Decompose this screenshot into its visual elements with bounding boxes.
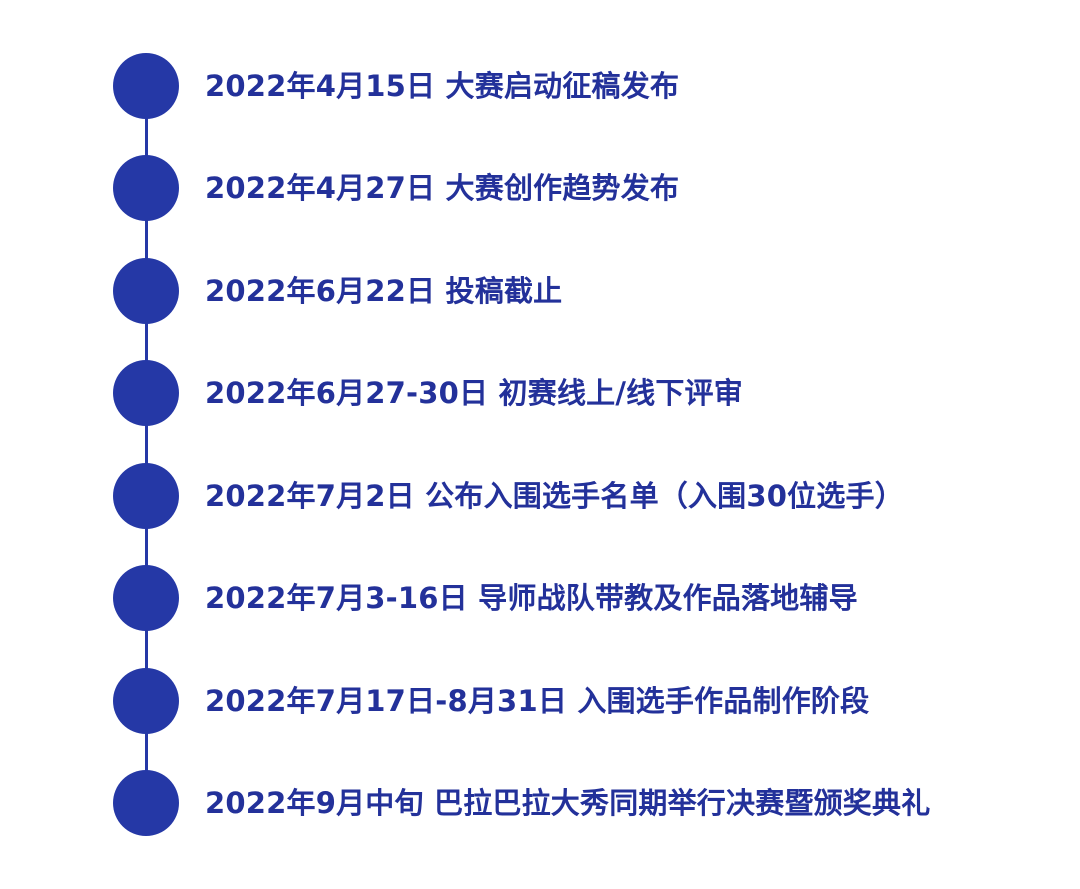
timeline-event: 导师战队带教及作品落地辅导 bbox=[478, 581, 858, 615]
timeline-text: 2022年6月22日 投稿截止 bbox=[205, 256, 562, 326]
timeline-text: 2022年9月中旬 巴拉巴拉大秀同期举行决赛暨颁奖典礼 bbox=[205, 768, 930, 838]
timeline-event: 初赛线上/线下评审 bbox=[498, 376, 743, 410]
timeline-date: 2022年9月中旬 bbox=[205, 786, 424, 820]
timeline-item: 2022年9月中旬 巴拉巴拉大秀同期举行决赛暨颁奖典礼 bbox=[0, 768, 1080, 838]
timeline-connector-line bbox=[145, 86, 148, 805]
timeline-dot bbox=[113, 360, 179, 426]
timeline-date: 2022年7月17日-8月31日 bbox=[205, 684, 568, 718]
timeline-text: 2022年4月15日 大赛启动征稿发布 bbox=[205, 51, 679, 121]
timeline-item: 2022年7月2日 公布入围选手名单（入围30位选手） bbox=[0, 461, 1080, 531]
timeline-text: 2022年7月3-16日 导师战队带教及作品落地辅导 bbox=[205, 563, 858, 633]
timeline-event: 投稿截止 bbox=[445, 274, 563, 308]
timeline-item: 2022年7月3-16日 导师战队带教及作品落地辅导 bbox=[0, 563, 1080, 633]
timeline-text: 2022年7月17日-8月31日 入围选手作品制作阶段 bbox=[205, 666, 869, 736]
timeline-dot bbox=[113, 668, 179, 734]
timeline-date: 2022年6月22日 bbox=[205, 274, 436, 308]
timeline-item: 2022年4月27日 大赛创作趋势发布 bbox=[0, 153, 1080, 223]
timeline-dot bbox=[113, 53, 179, 119]
timeline-text: 2022年6月27-30日 初赛线上/线下评审 bbox=[205, 358, 743, 428]
timeline-item: 2022年4月15日 大赛启动征稿发布 bbox=[0, 51, 1080, 121]
timeline-date: 2022年7月2日 bbox=[205, 479, 415, 513]
timeline-dot bbox=[113, 155, 179, 221]
timeline-date: 2022年4月27日 bbox=[205, 171, 436, 205]
timeline-date: 2022年6月27-30日 bbox=[205, 376, 489, 410]
timeline-text: 2022年7月2日 公布入围选手名单（入围30位选手） bbox=[205, 461, 904, 531]
timeline-dot bbox=[113, 463, 179, 529]
timeline-event: 巴拉巴拉大秀同期举行决赛暨颁奖典礼 bbox=[434, 786, 931, 820]
timeline-text: 2022年4月27日 大赛创作趋势发布 bbox=[205, 153, 679, 223]
timeline-item: 2022年7月17日-8月31日 入围选手作品制作阶段 bbox=[0, 666, 1080, 736]
timeline-event: 公布入围选手名单（入围30位选手） bbox=[425, 479, 904, 513]
timeline-event: 大赛启动征稿发布 bbox=[445, 69, 680, 103]
timeline-item: 2022年6月27-30日 初赛线上/线下评审 bbox=[0, 358, 1080, 428]
timeline-date: 2022年4月15日 bbox=[205, 69, 436, 103]
timeline-date: 2022年7月3-16日 bbox=[205, 581, 468, 615]
timeline-event: 大赛创作趋势发布 bbox=[445, 171, 680, 205]
timeline-dot bbox=[113, 565, 179, 631]
timeline-dot bbox=[113, 770, 179, 836]
timeline-event: 入围选手作品制作阶段 bbox=[577, 684, 870, 718]
timeline-dot bbox=[113, 258, 179, 324]
timeline-item: 2022年6月22日 投稿截止 bbox=[0, 256, 1080, 326]
